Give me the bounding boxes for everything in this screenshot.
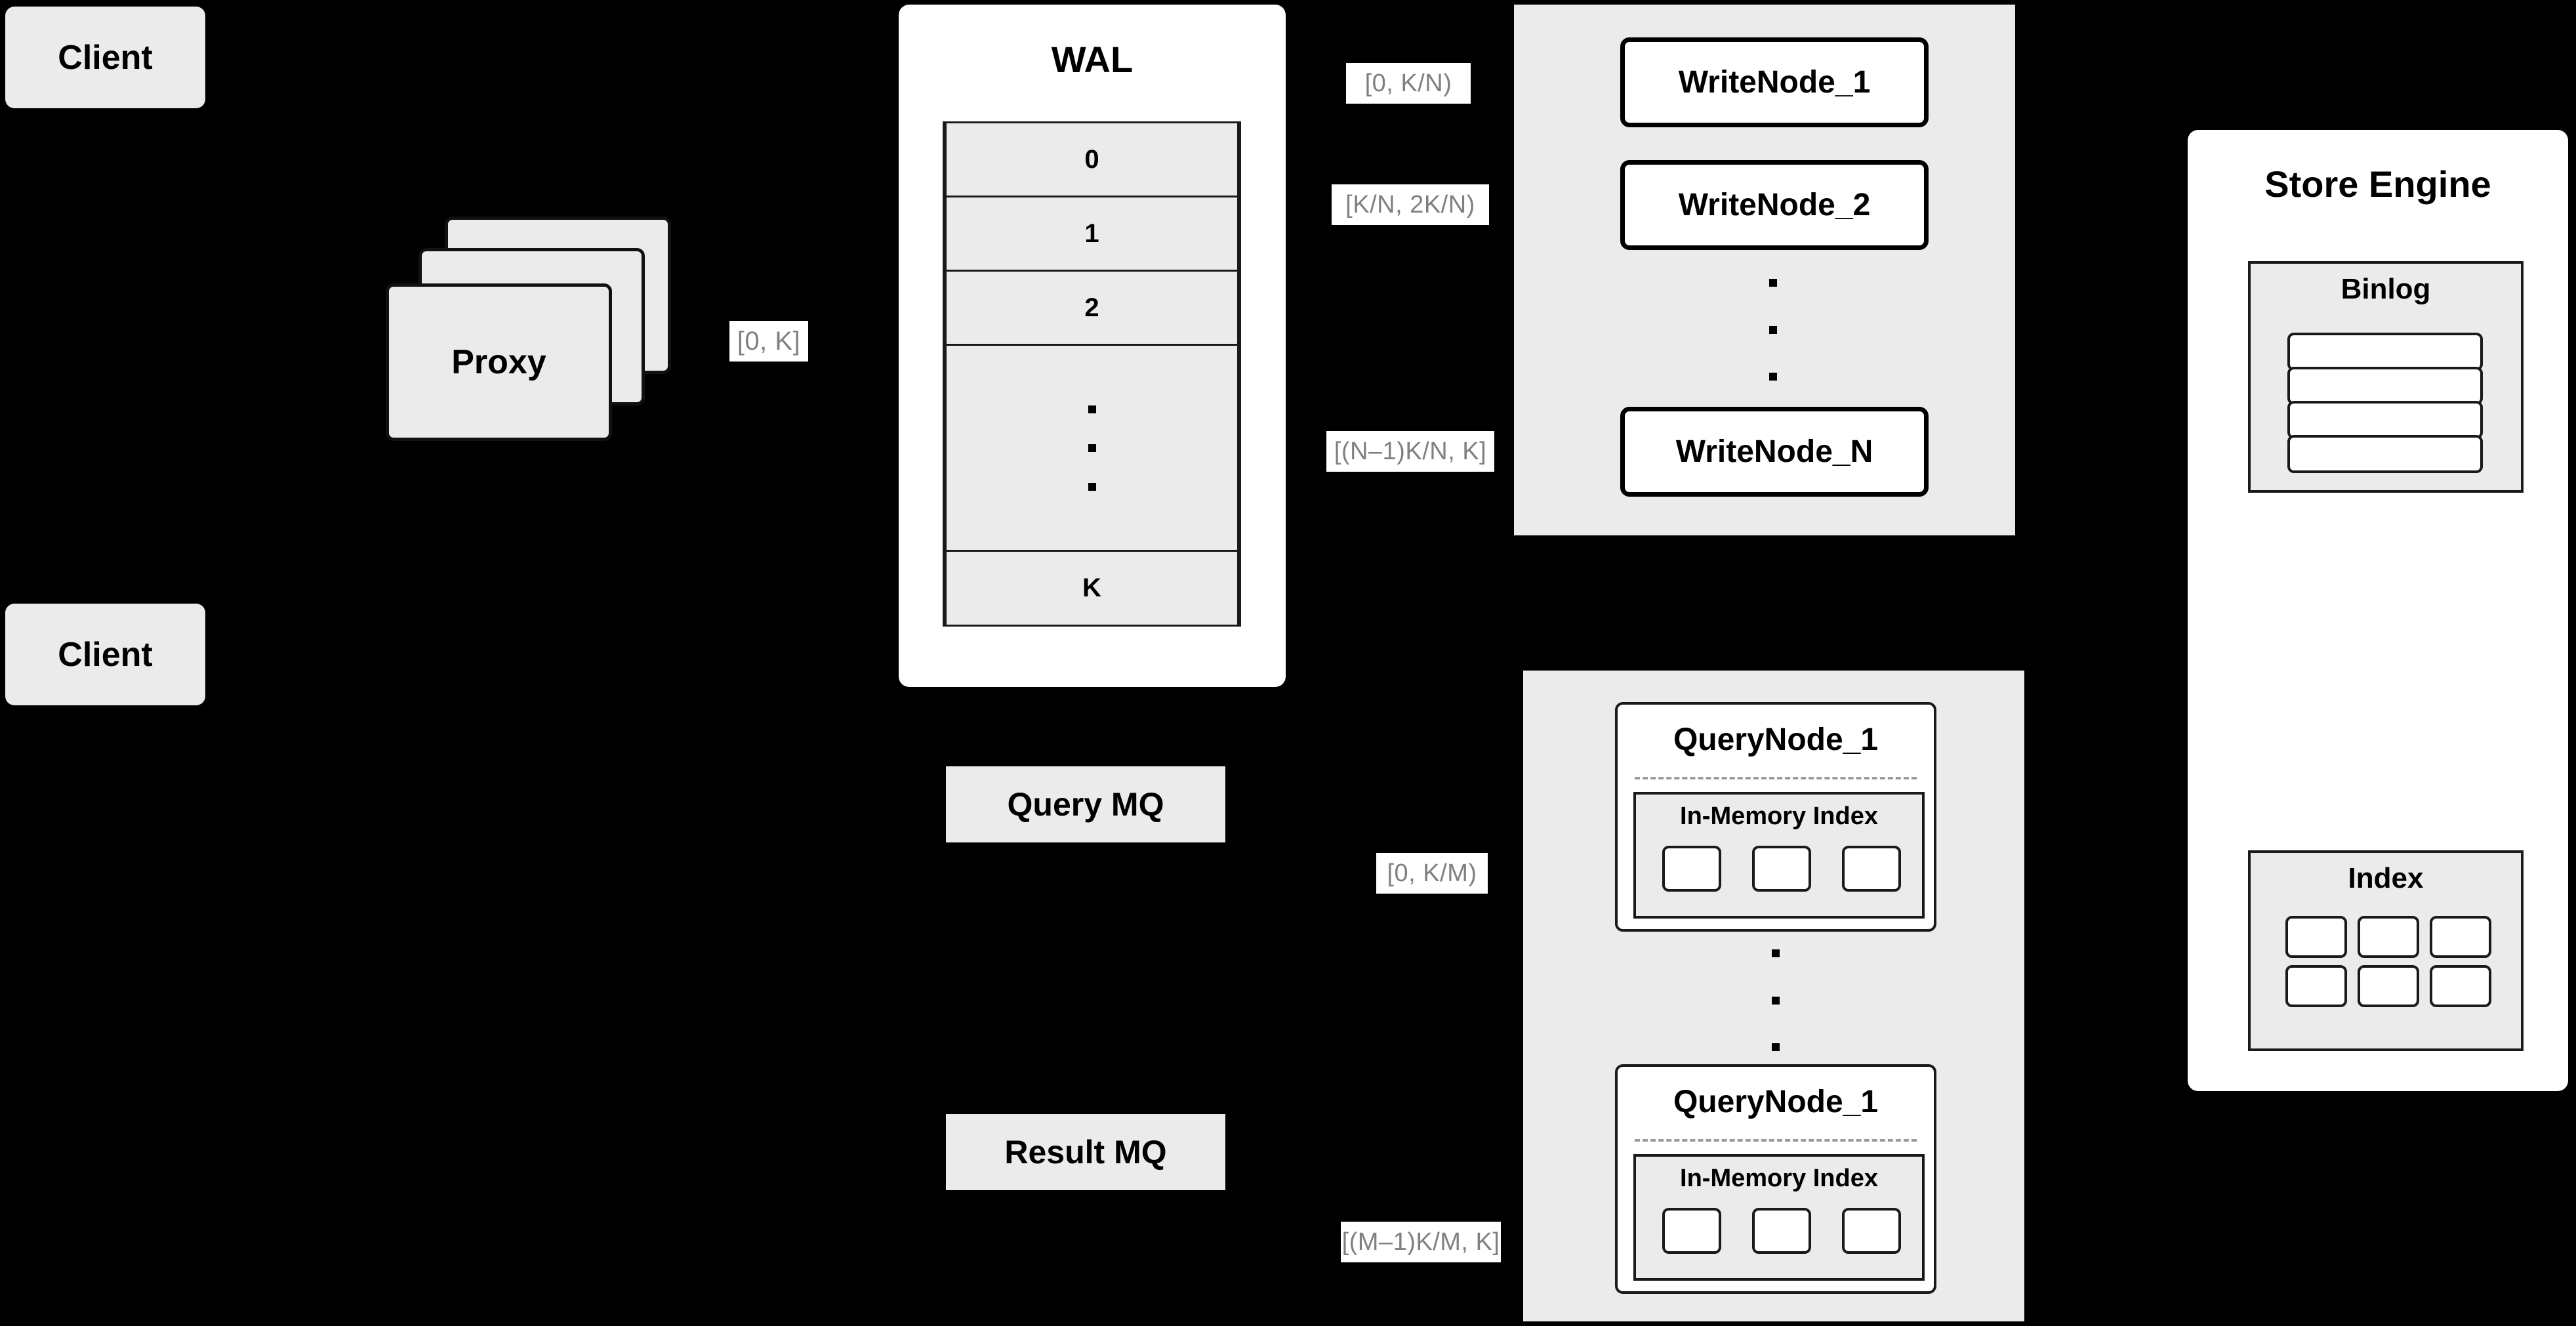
- result-mq-label: Result MQ: [1004, 1134, 1167, 1171]
- query-node-2-separator: [1635, 1139, 1917, 1142]
- query-node-2-index-title: In-Memory Index: [1680, 1165, 1878, 1192]
- query-node-1[interactable]: QueryNode_1 In-Memory Index: [1615, 702, 1936, 932]
- range-label-query-node-2: [(M–1)K/M, K]: [1341, 1222, 1501, 1262]
- write-node-vertical-dots-icon: [1767, 279, 1780, 381]
- query-node-2-memory-index: In-Memory Index: [1633, 1154, 1925, 1281]
- query-node-1-index-cell-3[interactable]: [1842, 846, 1901, 892]
- index-cell-5[interactable]: [2358, 965, 2419, 1007]
- write-node-2[interactable]: WriteNode_2: [1620, 160, 1929, 250]
- query-node-2[interactable]: QueryNode_1 In-Memory Index: [1615, 1064, 1936, 1294]
- query-node-1-label: QueryNode_1: [1673, 722, 1879, 757]
- wal-row-0[interactable]: 0: [945, 121, 1239, 197]
- binlog-title: Binlog: [2341, 273, 2431, 305]
- binlog-box: Binlog: [2248, 261, 2524, 493]
- client-label-1: Client: [58, 38, 153, 77]
- query-node-2-index-cell-1[interactable]: [1662, 1208, 1721, 1254]
- index-box: Index: [2248, 850, 2524, 1051]
- wal-rows-container: 0 1 2 K: [943, 121, 1241, 627]
- query-node-1-index-cell-1[interactable]: [1662, 846, 1721, 892]
- store-engine-title: Store Engine: [2264, 163, 2491, 205]
- wal-title: WAL: [1051, 39, 1134, 80]
- wal-vertical-dots-icon: [1088, 405, 1096, 491]
- query-node-vertical-dots-icon: [1769, 949, 1782, 1051]
- wal-row-ellipsis: [945, 344, 1239, 552]
- binlog-row-1[interactable]: [2287, 333, 2483, 371]
- query-node-1-separator: [1635, 777, 1917, 779]
- result-mq-box[interactable]: Result MQ: [946, 1114, 1225, 1190]
- index-title: Index: [2348, 862, 2424, 894]
- write-node-2-label: WriteNode_2: [1678, 188, 1871, 222]
- query-mq-box[interactable]: Query MQ: [946, 766, 1225, 842]
- wal-row-k[interactable]: K: [945, 550, 1239, 627]
- write-node-n[interactable]: WriteNode_N: [1620, 407, 1929, 497]
- index-cell-1[interactable]: [2285, 916, 2347, 958]
- range-label-write-node-2: [K/N, 2K/N): [1332, 184, 1489, 225]
- client-box-2[interactable]: Client: [5, 604, 205, 705]
- binlog-row-2[interactable]: [2287, 367, 2483, 405]
- range-label-write-node-n: [(N–1)K/N, K]: [1326, 431, 1494, 472]
- index-cell-3[interactable]: [2430, 916, 2491, 958]
- binlog-row-4[interactable]: [2287, 435, 2483, 473]
- proxy-label: Proxy: [451, 343, 546, 381]
- client-label-2: Client: [58, 635, 153, 674]
- binlog-row-3[interactable]: [2287, 401, 2483, 439]
- index-cell-4[interactable]: [2285, 965, 2347, 1007]
- range-label-proxy: [0, K]: [729, 321, 808, 362]
- query-mq-label: Query MQ: [1007, 786, 1164, 823]
- query-node-2-index-cell-3[interactable]: [1842, 1208, 1901, 1254]
- query-node-2-label: QueryNode_1: [1673, 1085, 1879, 1119]
- index-cell-2[interactable]: [2358, 916, 2419, 958]
- write-node-1-label: WriteNode_1: [1678, 65, 1871, 100]
- wal-row-2[interactable]: 2: [945, 270, 1239, 346]
- query-node-1-index-title: In-Memory Index: [1680, 802, 1878, 830]
- write-node-1[interactable]: WriteNode_1: [1620, 37, 1929, 127]
- range-label-query-node-1: [0, K/M): [1376, 853, 1488, 894]
- range-label-write-node-1: [0, K/N): [1346, 63, 1471, 104]
- query-node-1-index-cell-2[interactable]: [1752, 846, 1811, 892]
- index-cell-6[interactable]: [2430, 965, 2491, 1007]
- write-node-n-label: WriteNode_N: [1675, 434, 1873, 469]
- client-box-1[interactable]: Client: [5, 7, 205, 108]
- query-node-2-index-cell-2[interactable]: [1752, 1208, 1811, 1254]
- query-node-1-memory-index: In-Memory Index: [1633, 792, 1925, 919]
- proxy-card-front[interactable]: Proxy: [386, 283, 612, 441]
- wal-row-1[interactable]: 1: [945, 196, 1239, 272]
